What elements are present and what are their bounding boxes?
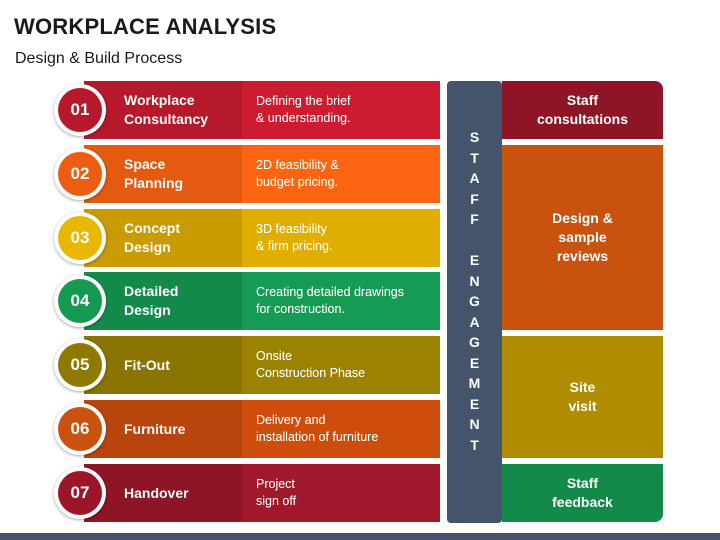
step-description: 2D feasibility & budget pricing. — [242, 145, 440, 203]
step-description: Onsite Construction Phase — [242, 336, 440, 394]
staff-feedback-block: Staff feedback — [502, 464, 663, 522]
bottom-strip — [0, 533, 720, 540]
step-badge: 06 — [54, 403, 106, 455]
step-badge: 05 — [54, 339, 106, 391]
step-number: 03 — [58, 216, 102, 260]
step-number: 06 — [58, 407, 102, 451]
step-number: 07 — [58, 471, 102, 515]
step-description: Delivery and installation of furniture — [242, 400, 440, 458]
step-description: Defining the brief & understanding. — [242, 81, 440, 139]
step-badge: 07 — [54, 467, 106, 519]
page-subtitle: Design & Build Process — [15, 50, 183, 67]
step-number: 05 — [58, 343, 102, 387]
step-number: 01 — [58, 88, 102, 132]
step-description: 3D feasibility & firm pricing. — [242, 209, 440, 267]
staff-engagement-label: S T A F F E N G A G E M E N T — [468, 129, 481, 453]
step-badge: 02 — [54, 148, 106, 200]
design-reviews-block: Design & sample reviews — [502, 145, 663, 330]
step-badge: 04 — [54, 275, 106, 327]
staff-consultations-block: Staff consultations — [502, 81, 663, 139]
step-number: 02 — [58, 152, 102, 196]
staff-engagement-bar: S T A F F E N G A G E M E N T — [447, 81, 502, 523]
page-title: WORKPLACE ANALYSIS — [14, 14, 277, 39]
step-badge: 03 — [54, 212, 106, 264]
step-description: Project sign off — [242, 464, 440, 522]
step-number: 04 — [58, 279, 102, 323]
step-badge: 01 — [54, 84, 106, 136]
step-description: Creating detailed drawings for construct… — [242, 272, 440, 330]
site-visit-block: Site visit — [502, 336, 663, 458]
